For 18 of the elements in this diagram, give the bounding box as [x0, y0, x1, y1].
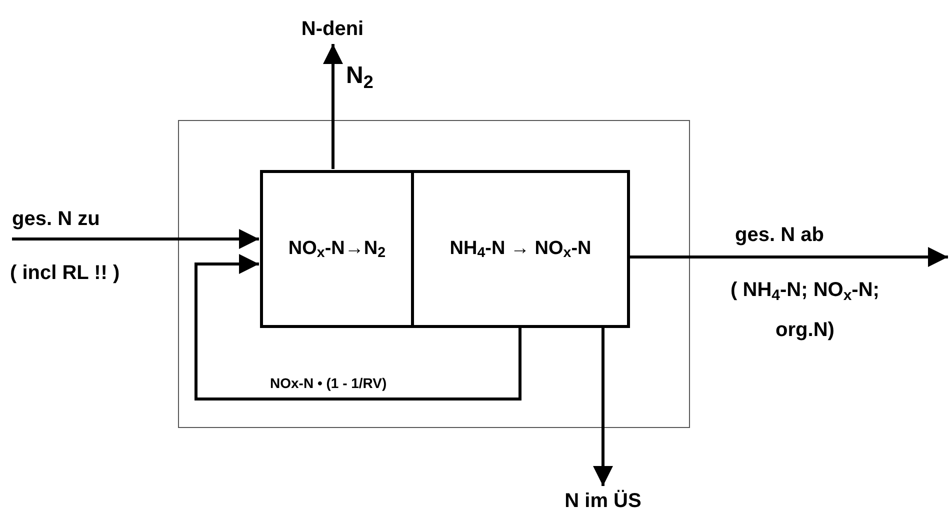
- nitrification-tank: [414, 170, 630, 328]
- flow-note: ( incl RL !! ): [10, 261, 121, 286]
- process-label: NH$_{4}$-N → NO$_{x}$-N: [450, 236, 592, 264]
- output-label: N im ÜS: [564, 488, 642, 514]
- flow-arrow: [323, 44, 343, 169]
- system-boundary: [178, 120, 690, 428]
- denitrification-tank: [260, 170, 414, 328]
- flow-note: ( NH$_{4}$-N; NO$_{x}$-N; org.N): [730, 278, 880, 343]
- process-label: NO$_{x}$-N→N$_{2}$: [288, 236, 386, 264]
- flow-arrow: [593, 327, 613, 486]
- flow-arrow: [194, 254, 522, 400]
- output-label: N-deni: [301, 17, 364, 42]
- edge-label: ges. N zu: [12, 207, 100, 232]
- edge-label: N$_{2}$: [346, 61, 374, 94]
- edge-label: NOx-N • (1 - 1/RV): [270, 374, 387, 393]
- edge-label: ges. N ab: [735, 223, 824, 248]
- flow-arrow: [629, 247, 948, 267]
- flow-arrow: [12, 229, 259, 249]
